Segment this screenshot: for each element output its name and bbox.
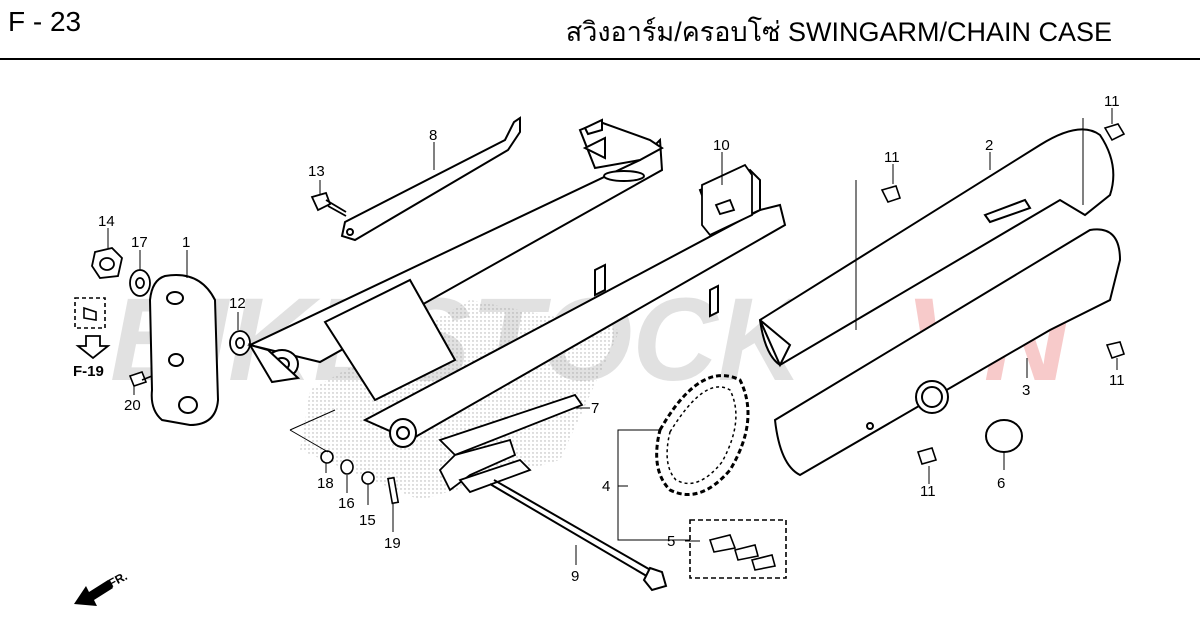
reference-arrow [75,335,111,360]
callout-1: 1 [182,234,190,251]
callout-15: 15 [359,512,376,529]
part-master-link [689,519,787,579]
callout-4: 4 [602,478,610,495]
callout-18: 18 [317,475,334,492]
page-code: F - 23 [8,6,82,37]
callout-8: 8 [429,127,437,144]
part-pivot-bolt [489,479,668,592]
callout-11-top: 11 [1104,93,1120,110]
part-bolt-20 [74,297,153,387]
callout-13: 13 [308,163,325,180]
arrow-icon [74,580,113,606]
callout-3: 3 [1022,382,1030,399]
callout-17: 17 [131,234,148,251]
callout-labels: 1 2 3 4 5 6 7 8 9 10 11 11 11 11 12 13 1… [98,93,1125,585]
exploded-diagram: BIKESTOCK VN [73,93,1126,606]
part-nut [91,247,123,279]
part-collar [229,330,251,356]
callout-12: 12 [229,295,246,312]
callout-9: 9 [571,568,579,585]
header-bar: F - 23 สวิงอาร์ม/ครอบโซ่ SWINGARM/CHAIN … [0,0,1200,60]
part-cap [985,419,1023,453]
part-bolt-13 [310,191,347,217]
callout-5: 5 [667,533,675,550]
callout-14: 14 [98,213,115,230]
part-drive-chain [655,374,750,496]
part-upper-chain-case [758,128,1115,368]
reference-label: F-19 [73,363,104,380]
callout-6: 6 [997,475,1005,492]
part-bolts-11 [880,123,1126,465]
callout-20: 20 [124,397,141,414]
callout-11-bottom: 11 [920,483,936,500]
part-chain-slider [438,393,584,494]
callout-10: 10 [713,137,730,154]
part-lower-chain-case [773,228,1122,477]
callout-2: 2 [985,137,993,154]
callout-7: 7 [591,400,599,417]
callout-11-right: 11 [1109,372,1125,389]
callout-19: 19 [384,535,401,552]
leader-lines [107,108,1118,565]
callout-11-upper: 11 [884,149,900,166]
part-washer [129,269,151,297]
part-adjuster-plate [701,163,753,237]
page-title: สวิงอาร์ม/ครอบโซ่ SWINGARM/CHAIN CASE [565,17,1112,47]
part-slider-plate [340,116,521,242]
part-small-washers [320,450,400,505]
callout-16: 16 [338,495,355,512]
part-chain-guide-plate [148,274,220,427]
front-direction-arrow: FR. [74,569,130,606]
